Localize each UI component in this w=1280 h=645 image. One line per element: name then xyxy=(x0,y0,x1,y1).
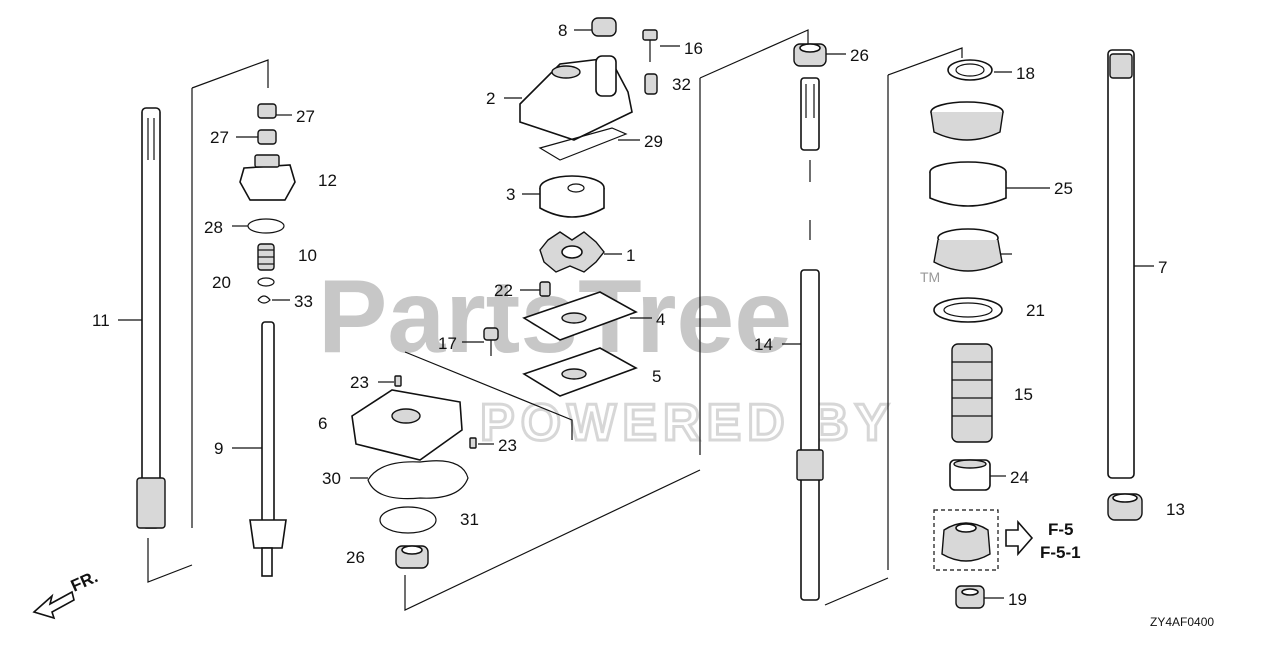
callout-29: 29 xyxy=(644,132,663,151)
callout-12: 12 xyxy=(318,171,337,190)
callout-26a: 26 xyxy=(850,46,869,65)
direction-arrow: FR. xyxy=(32,567,101,620)
callout-20: 20 xyxy=(212,273,231,292)
part-27-nut-top xyxy=(257,103,292,119)
outline-mid-bottom xyxy=(404,469,701,611)
callout-6: 6 xyxy=(318,414,327,433)
callout-14: 14 xyxy=(754,335,773,354)
direction-label: FR. xyxy=(68,567,101,595)
part-20-washer xyxy=(257,277,275,287)
callout-13: 13 xyxy=(1166,500,1185,519)
watermark-sub: POWERED BY xyxy=(480,394,895,452)
callout-10: 10 xyxy=(298,246,317,265)
callout-33: 33 xyxy=(294,292,313,311)
part-4-plate xyxy=(522,291,652,341)
callout-2: 2 xyxy=(486,89,495,108)
part-12-housing xyxy=(239,154,296,201)
callout-18: 18 xyxy=(1016,64,1035,83)
outline-right-top xyxy=(887,47,963,76)
callout-15: 15 xyxy=(1014,385,1033,404)
callout-22: 22 xyxy=(494,281,513,300)
callout-24: 24 xyxy=(1010,468,1029,487)
part-26-seal-top xyxy=(793,43,846,67)
part-17-bolt xyxy=(462,327,499,356)
callout-26b: 26 xyxy=(346,548,365,567)
bearing-upper xyxy=(930,101,1004,141)
callout-9: 9 xyxy=(214,439,223,458)
watermark: PartsTree TM POWERED BY xyxy=(318,259,940,454)
part-23-pin-bottom xyxy=(469,437,494,449)
callout-25: 25 xyxy=(1054,179,1073,198)
callout-1: 1 xyxy=(626,246,635,265)
part-21-washer xyxy=(933,297,1003,323)
part-9-rod xyxy=(232,321,287,577)
part-22-key xyxy=(520,281,551,297)
callout-7: 7 xyxy=(1158,258,1167,277)
outline-left-bottom xyxy=(147,538,193,583)
part-30-gasket xyxy=(350,460,469,500)
part-14-drive-shaft xyxy=(782,77,824,601)
part-28-oring xyxy=(232,218,285,234)
part-19-nut xyxy=(955,585,1004,609)
part-6-base xyxy=(351,389,463,461)
callout-32: 32 xyxy=(672,75,691,94)
part-24-bushing xyxy=(949,459,1006,491)
bearing-lower xyxy=(933,228,1012,272)
part-1-impeller xyxy=(539,231,622,273)
part-27-nut-bottom xyxy=(236,129,277,145)
callout-28: 28 xyxy=(204,218,223,237)
outline-pump-box xyxy=(404,351,573,440)
reference-line1: F-5 xyxy=(1048,520,1074,539)
part-16-bolt xyxy=(642,29,680,62)
callout-11: 11 xyxy=(92,311,110,330)
callout-23b: 23 xyxy=(498,436,517,455)
part-26-seal-lower xyxy=(395,545,429,569)
part-32-pin xyxy=(644,73,658,95)
callout-3: 3 xyxy=(506,185,515,204)
part-3-liner xyxy=(522,175,605,218)
part-7-tube xyxy=(1107,49,1154,479)
callout-17: 17 xyxy=(438,334,457,353)
part-23-pin-top xyxy=(378,375,402,387)
callout-16: 16 xyxy=(684,39,703,58)
callout-30: 30 xyxy=(322,469,341,488)
part-31-oring xyxy=(379,506,437,534)
callout-19: 19 xyxy=(1008,590,1027,609)
part-2-pump-housing xyxy=(504,55,633,141)
watermark-tm: TM xyxy=(920,269,940,285)
callout-31: 31 xyxy=(460,510,479,529)
part-15-sleeve xyxy=(951,343,993,443)
part-13-grommet xyxy=(1107,493,1143,521)
callout-4: 4 xyxy=(656,310,665,329)
outline-mid-top xyxy=(699,29,809,79)
callout-8: 8 xyxy=(558,21,567,40)
callout-21: 21 xyxy=(1026,301,1045,320)
part-29-gasket xyxy=(538,127,640,161)
reference-line2: F-5-1 xyxy=(1040,543,1081,562)
callout-27a: 27 xyxy=(296,107,315,126)
part-25-race xyxy=(929,161,1050,207)
section-outlines xyxy=(147,29,963,611)
part-10-spring xyxy=(257,243,275,271)
part-8-grommet xyxy=(574,17,617,37)
part-11-shaft xyxy=(118,107,166,529)
part-33-clip xyxy=(257,295,290,304)
outline-right-bottom xyxy=(824,577,889,606)
part-5-gasket xyxy=(522,347,638,397)
diagram-code: ZY4AF0400 xyxy=(1150,615,1214,629)
callout-23a: 23 xyxy=(350,373,369,392)
outline-left-top xyxy=(191,59,269,89)
callout-5: 5 xyxy=(652,367,661,386)
part-18-seal xyxy=(947,59,1012,81)
reference-gear xyxy=(933,509,1034,571)
callout-27b: 27 xyxy=(210,128,229,147)
